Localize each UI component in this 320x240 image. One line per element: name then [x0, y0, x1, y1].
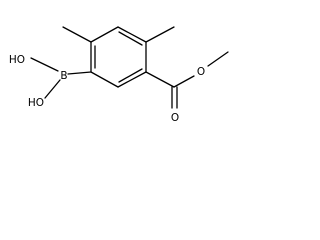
ring-bond-bottom-right-inner: [118, 68, 143, 83]
boron-oh-upper-bond: [30, 57, 59, 72]
ring-bond-top-right: [117, 26, 147, 43]
hydroxyl-lower-label: HO: [28, 97, 44, 109]
carbonyl-oxygen-label: O: [171, 112, 179, 124]
methyl-bond-right: [145, 26, 175, 43]
ring-bond-top-right-inner: [118, 31, 143, 46]
bonds: [30, 26, 229, 109]
hydroxyl-upper-label: HO: [9, 54, 25, 66]
atom-labels: B HO HO O O: [9, 54, 205, 124]
carbon-boron-bond: [67, 71, 92, 75]
ring-bond-top-left: [90, 26, 119, 43]
carbonyl-ester-oxygen-bond: [173, 75, 195, 88]
carbon-carbonyl-bond: [145, 71, 175, 88]
ester-oxygen-label: O: [197, 66, 205, 78]
boron-label: B: [60, 70, 67, 82]
ring-bond-bottom-left: [90, 71, 119, 88]
ester-oxygen-methyl-bond: [207, 51, 229, 67]
boron-oh-lower-bond: [44, 79, 61, 99]
methyl-bond-left: [62, 26, 92, 43]
structure-diagram: B HO HO O O: [9, 26, 229, 124]
ring-bond-bottom-right: [117, 71, 147, 88]
